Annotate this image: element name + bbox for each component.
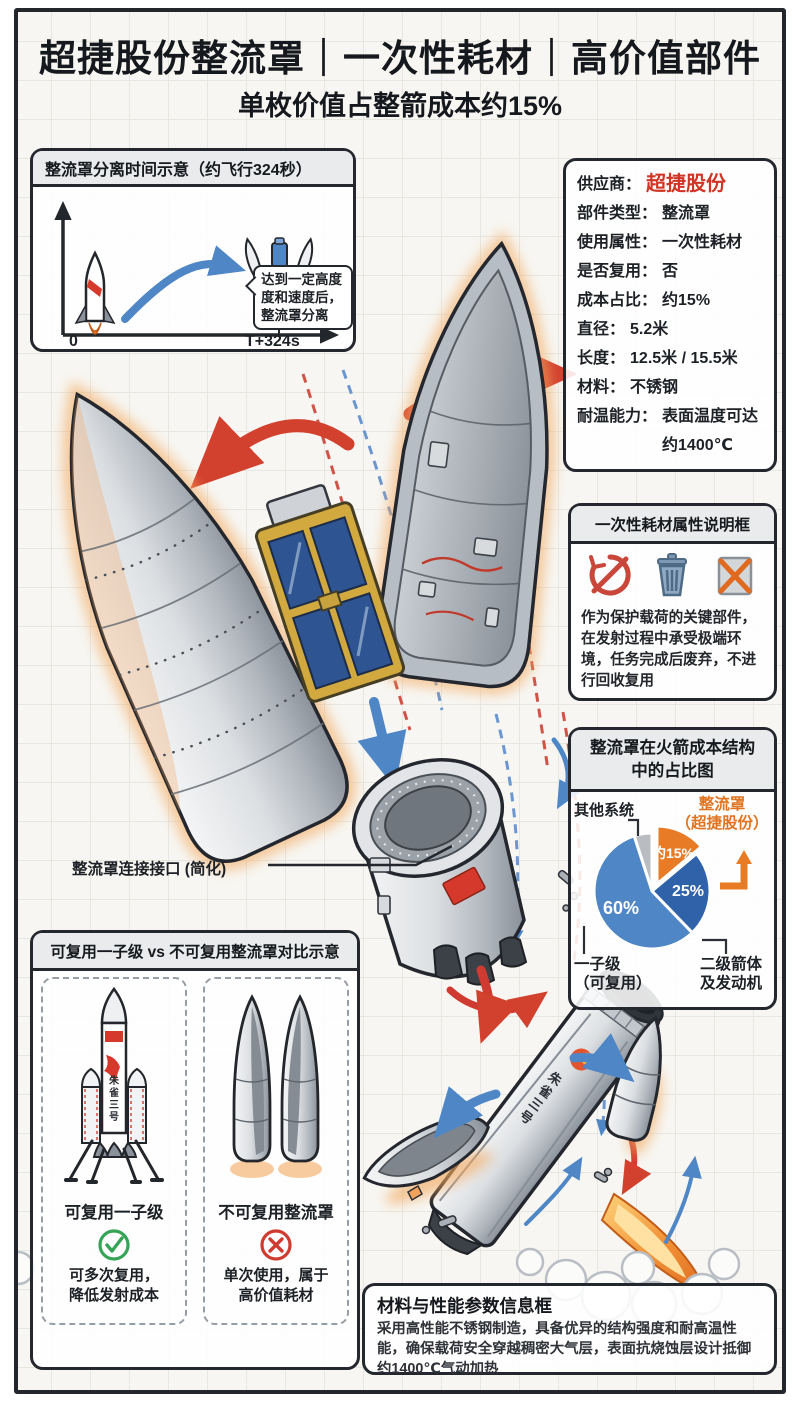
spec-label: 部件类型： bbox=[577, 205, 658, 222]
fairing-half-left bbox=[62, 380, 357, 871]
spec-label: 材料： bbox=[577, 379, 626, 396]
check-icon bbox=[98, 1229, 130, 1261]
descent-arrows bbox=[357, 697, 582, 810]
pie-label-first-stage: 一子级 （可复用） bbox=[574, 956, 652, 992]
pie-slice-fairing bbox=[655, 824, 703, 886]
fairing-highlight-arrow bbox=[720, 862, 748, 890]
fairing-highlight-arrowhead bbox=[736, 850, 752, 864]
discard-box-icon bbox=[717, 556, 753, 596]
pie-label-second-stage: 二级箭体 及发动机 bbox=[699, 956, 762, 992]
spec-row: 使用属性：一次性耗材 bbox=[577, 228, 763, 257]
spec-label: 是否复用： bbox=[577, 263, 658, 280]
expendable-caption: 不可复用整流罩 bbox=[218, 1204, 334, 1222]
reusable-caption: 可复用一子级 bbox=[64, 1204, 164, 1222]
separation-box-header: 整流罩分离时间示意（约飞行324秒） bbox=[33, 151, 353, 187]
supplier-spec-box: 供应商：超捷股份 部件类型：整流罩 使用属性：一次性耗材 是否复用：否 成本占比… bbox=[563, 158, 777, 472]
pie-chart: 其他系统 整流罩 （超捷股份） 约15% 60% 25% 一子级 （可复用） 二… bbox=[572, 794, 775, 1008]
reusable-desc: 可多次复用， 降低发射成本 bbox=[68, 1267, 159, 1305]
pie-pct-first-stage: 60% bbox=[602, 898, 640, 918]
spec-label: 耐温能力： bbox=[577, 408, 658, 425]
cost-share-pie-box: 整流罩在火箭成本结构 中的占比图 其他系统 整流罩 （超捷股份） 约15% 60… bbox=[568, 727, 777, 1010]
axis-label-separation: T+324s bbox=[245, 333, 300, 350]
pie-pct-second-stage: 25% bbox=[671, 883, 705, 900]
spec-value: 一次性耗材 bbox=[662, 234, 743, 251]
spec-label: 直径： bbox=[577, 321, 626, 338]
spec-row: 材料：不锈钢 bbox=[577, 373, 763, 402]
disposable-box-body: 作为保护载荷的关键部件，在发射过程中承受极端环境，任务完成后废弃，不进行回收复用 bbox=[581, 610, 757, 689]
spec-row: 长度：12.5米 / 15.5米 bbox=[577, 344, 763, 373]
upper-stage-ring bbox=[351, 758, 528, 986]
spec-row: 供应商：超捷股份 bbox=[577, 170, 763, 199]
spec-label: 使用属性： bbox=[577, 234, 658, 251]
trash-bin-icon bbox=[657, 553, 688, 597]
material-box-body: 采用高性能不锈钢制造，具备优异的结构强度和耐高温性能，确保载荷安全穿越稠密大气层… bbox=[377, 1321, 752, 1378]
spec-label: 长度： bbox=[577, 350, 626, 367]
pie-slice-first-stage bbox=[592, 834, 694, 951]
poster-frame: 超捷股份整流罩｜一次性耗材｜高价值部件 单枚价值占整箭成本约15% 整流罩连接接… bbox=[14, 8, 786, 1394]
fairing-half-right bbox=[369, 230, 555, 695]
supplier-name: 超捷股份 bbox=[646, 173, 727, 195]
fairing-dispersal-arrows bbox=[433, 1033, 702, 1244]
material-box-title: 材料与性能参数信息框 bbox=[377, 1296, 552, 1316]
expendable-fairing-panel: 不可复用整流罩 单次使用，属于 高价值耗材 bbox=[203, 977, 349, 1325]
page-subtitle: 单枚价值占整箭成本约15% bbox=[237, 91, 563, 121]
spec-value: 5.2米 bbox=[630, 321, 669, 338]
reusable-rocket-illustration bbox=[64, 986, 164, 1184]
pie-pct-fairing: 约15% bbox=[651, 845, 695, 861]
axis-label-start: 0 bbox=[69, 333, 78, 350]
pie-label-fairing: 整流罩 （超捷股份） bbox=[675, 796, 769, 832]
spec-row: 成本占比：约15% bbox=[577, 286, 763, 315]
spec-row: 耐温能力：表面温度可达约1400℃ bbox=[577, 402, 763, 460]
spec-label: 供应商： bbox=[577, 176, 642, 193]
compare-box-header: 可复用一子级 vs 不可复用整流罩对比示意 bbox=[33, 933, 357, 971]
disposable-icons bbox=[571, 550, 774, 600]
disposable-box-header: 一次性耗材属性说明框 bbox=[571, 506, 774, 544]
spec-value: 整流罩 bbox=[662, 205, 711, 222]
spec-value: 表面温度可达约1400℃ bbox=[662, 408, 759, 454]
rocket-icon bbox=[74, 250, 116, 335]
no-reuse-icon bbox=[589, 554, 631, 596]
spec-value: 12.5米 / 15.5米 bbox=[630, 350, 738, 367]
pie-box-header: 整流罩在火箭成本结构 中的占比图 bbox=[571, 730, 774, 792]
expendable-desc: 单次使用，属于 高价值耗材 bbox=[223, 1267, 329, 1305]
ascent-arrow bbox=[121, 245, 247, 323]
connector-leader-line bbox=[268, 844, 453, 867]
reusable-first-stage-panel: 朱雀三号 可复用一子级 可多次复用， 降低发射成本 bbox=[41, 977, 187, 1325]
spec-row: 是否复用：否 bbox=[577, 257, 763, 286]
pie-connectors bbox=[582, 818, 728, 954]
disposable-attribute-box: 一次性耗材属性说明框 作为保护载荷的关键部件，在发射过程中承受极端环境，任务完成… bbox=[568, 503, 777, 701]
spec-row: 直径：5.2米 bbox=[577, 315, 763, 344]
separation-diagram: 0 T+324s 达到一定高度 度和速度后， 整流罩分离 bbox=[33, 187, 353, 350]
pie-slice-second-stage bbox=[650, 852, 712, 935]
spec-value: 约15% bbox=[662, 292, 711, 309]
page-title: 超捷股份整流罩｜一次性耗材｜高价值部件 bbox=[39, 38, 761, 79]
cross-icon bbox=[260, 1229, 292, 1261]
material-performance-box: 材料与性能参数信息框 采用高性能不锈钢制造，具备优异的结构强度和耐高温性能，确保… bbox=[362, 1283, 777, 1377]
pie-svg bbox=[582, 818, 752, 954]
spec-value: 否 bbox=[662, 263, 679, 280]
spec-label: 成本占比： bbox=[577, 292, 658, 309]
separation-callout: 达到一定高度 度和速度后， 整流罩分离 bbox=[253, 265, 353, 331]
compare-rocket-name: 朱雀三号 bbox=[106, 1075, 118, 1123]
satellite bbox=[254, 484, 406, 703]
fairing-connector-label: 整流罩连接接口 (简化) bbox=[72, 861, 227, 878]
expendable-fairing-illustration bbox=[230, 994, 322, 1178]
pie-label-other: 其他系统 bbox=[574, 802, 635, 819]
spec-value: 不锈钢 bbox=[630, 379, 679, 396]
separation-time-box: 整流罩分离时间示意（约飞行324秒） bbox=[30, 148, 356, 352]
spec-row: 部件类型：整流罩 bbox=[577, 199, 763, 228]
reusability-compare-box: 可复用一子级 vs 不可复用整流罩对比示意 bbox=[30, 930, 360, 1370]
